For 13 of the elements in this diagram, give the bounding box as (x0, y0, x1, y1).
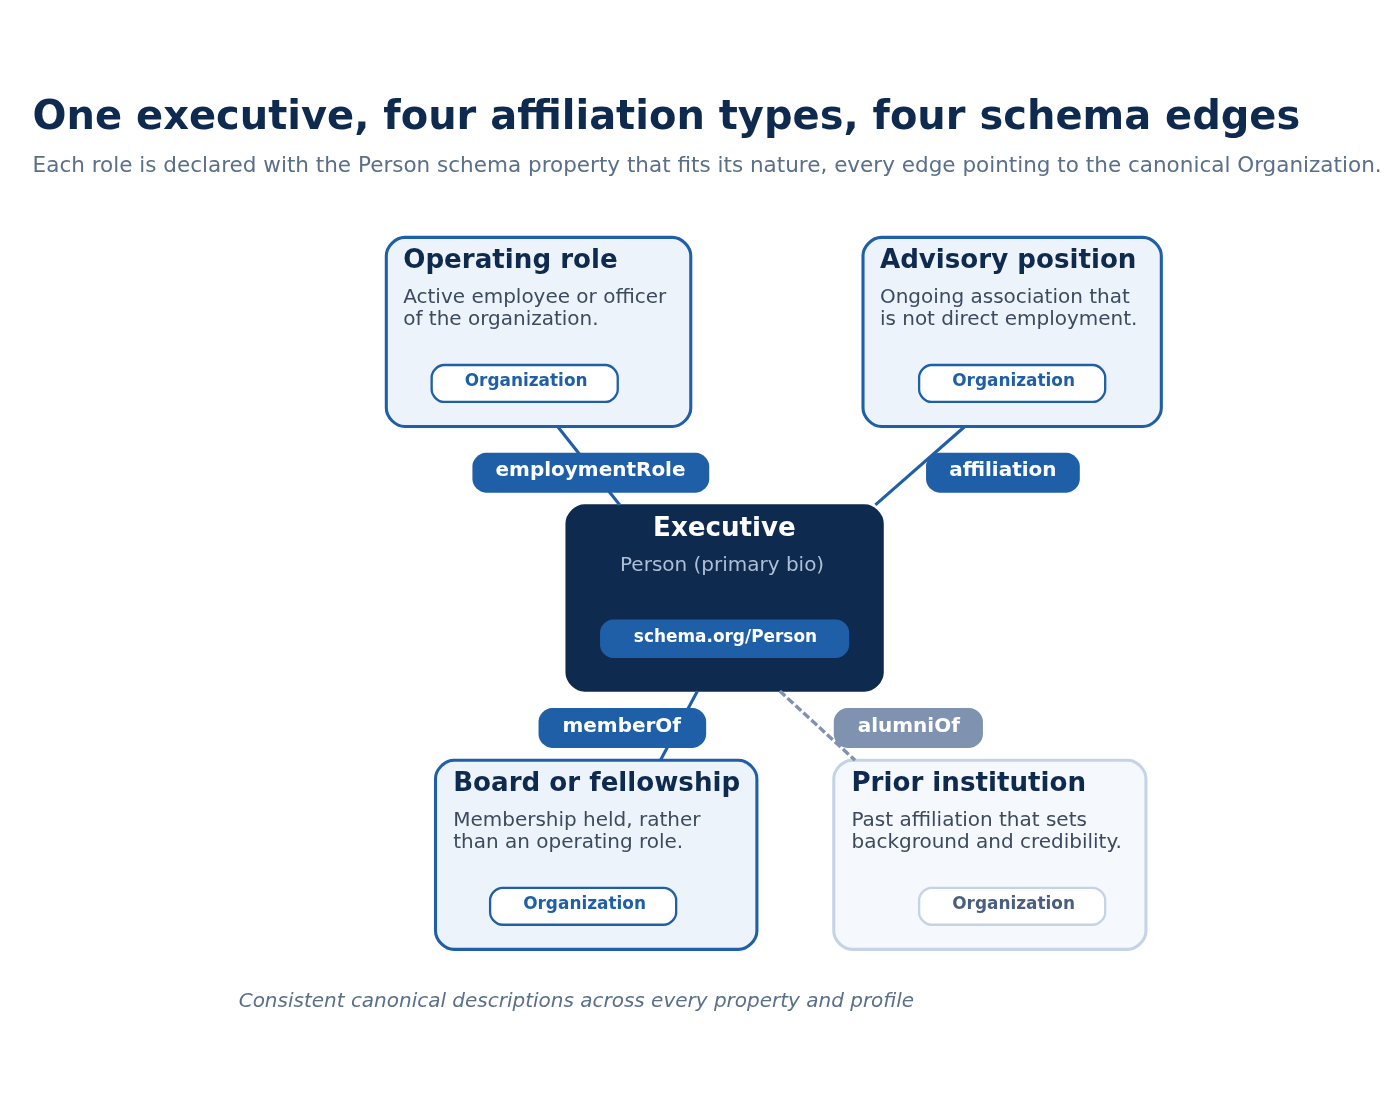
edge-label: alumniOf (857, 712, 960, 737)
node-box: Organization (917, 886, 1107, 926)
node-box: Organization (917, 363, 1107, 403)
caption: Each role is declared with the Person schema property that fits its nature, every edge pointing to the canonical Organization. (32, 151, 1382, 177)
edge-label: employmentRole (495, 456, 686, 481)
label: Consistent canonical descriptions across every property and profile (238, 987, 915, 1012)
edge-label: memberOf (562, 712, 682, 737)
node-box: schema.org/Person (600, 619, 850, 658)
node-box: Organization (488, 886, 678, 926)
node-box: Organization (430, 363, 619, 403)
edge-label: affiliation (949, 456, 1057, 481)
connector (778, 689, 857, 761)
diagram-title: One executive, four affiliation types, four schema edges (32, 91, 1301, 138)
